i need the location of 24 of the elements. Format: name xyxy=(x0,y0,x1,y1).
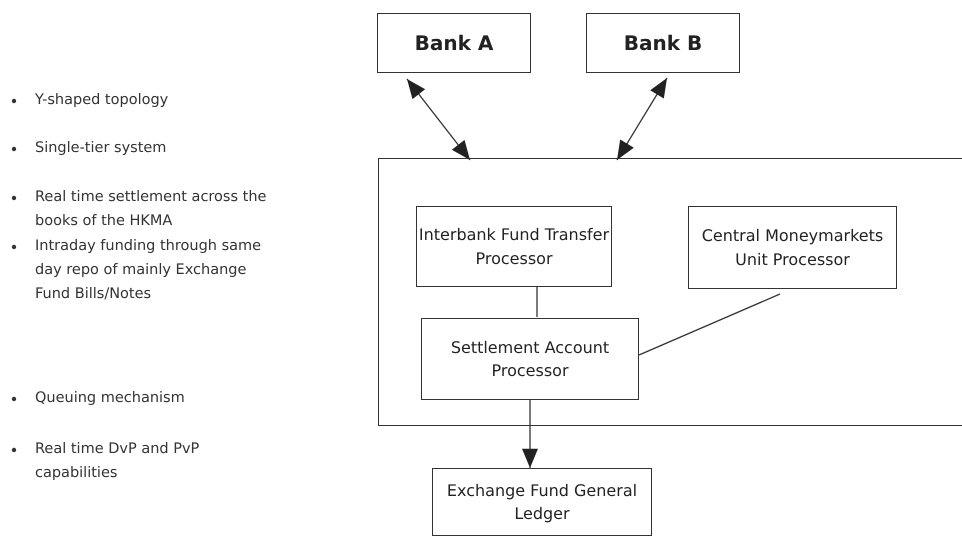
ledger-box xyxy=(432,468,652,536)
node-label: Settlement Account Processor xyxy=(450,336,610,382)
bank-box xyxy=(377,13,531,73)
box-outline xyxy=(378,158,962,426)
node-label: Exchange Fund General Ledger xyxy=(446,480,638,525)
bullet-text: Real time DvP and PvP capabilities xyxy=(35,440,200,483)
bullet-text: Intraday funding through same day repo of mainly Exchange Fund Bills/Notes xyxy=(35,237,262,304)
bullet-text: Single-tier system xyxy=(35,139,168,158)
bank-box xyxy=(586,13,740,73)
node-label: Central Moneymarkets Unit Processor xyxy=(700,225,884,270)
arrow xyxy=(522,399,538,468)
bullet-text: Queuing mechanism xyxy=(35,389,186,408)
connector-line xyxy=(638,293,780,356)
processor-box xyxy=(688,206,897,289)
bullet-text: Y-shaped topology xyxy=(35,91,170,110)
arrow xyxy=(616,78,668,160)
processor-box xyxy=(416,206,612,287)
processor-box xyxy=(421,318,639,400)
connector-line xyxy=(536,286,538,317)
bullet-text: Real time settlement across the books of the HKMA xyxy=(35,188,268,231)
node-label: Bank B xyxy=(624,30,702,56)
arrow xyxy=(406,78,471,160)
node-label: Bank A xyxy=(414,30,494,56)
node-label: Interbank Fund Transfer Processor xyxy=(418,224,610,270)
